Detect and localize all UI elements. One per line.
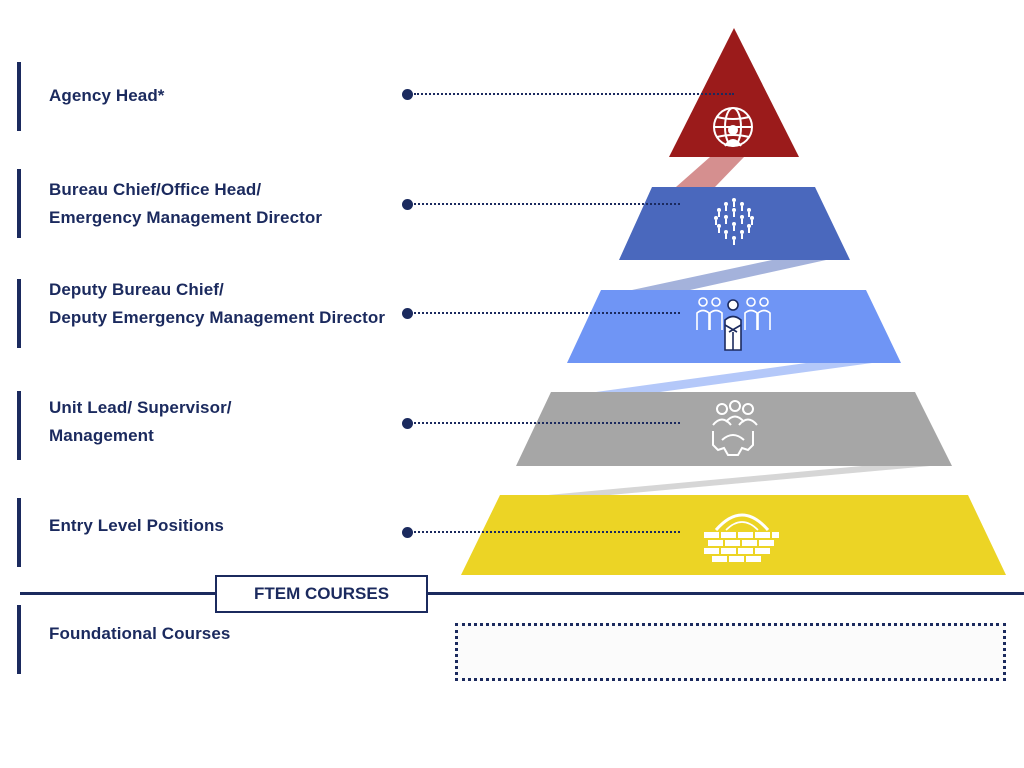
level-marker-bar [17,279,21,348]
globe-person-icon [713,107,753,147]
level-marker-bar [17,605,21,674]
connector-dotted-line [414,312,680,314]
tier-agency-head [669,28,799,157]
crowd-icon [714,198,754,245]
tier-unit-lead [516,392,952,466]
connector-dot [402,308,413,319]
connector-dotted-line [414,203,680,205]
level-label: Agency Head* [49,82,165,110]
connector-dotted-line [414,422,680,424]
level-label-line-1: Deputy Bureau Chief/ [49,280,224,299]
connector-dot [402,199,413,210]
level-label: Deputy Bureau Chief/ Deputy Emergency Ma… [49,276,385,332]
section-label-box: FTEM COURSES [215,575,428,613]
level-marker-bar [17,169,21,238]
section-label: FTEM COURSES [253,584,390,603]
level-label-line-1: Entry Level Positions [49,516,224,535]
level-marker-bar [17,391,21,460]
level-label-line-1: Unit Lead/ Supervisor/ [49,398,232,417]
level-label: Bureau Chief/Office Head/ Emergency Mana… [49,176,322,232]
connector-dot [402,418,413,429]
level-label-line-1: Bureau Chief/Office Head/ [49,180,262,199]
brick-wall-gear-icon [704,513,779,562]
connector-band-4 [548,466,930,495]
connector-dotted-line [414,531,680,533]
level-label-line-1: Agency Head* [49,86,165,105]
connector-dotted-line [414,93,734,95]
team-gear-icon [712,400,758,456]
level-marker-bar [17,62,21,131]
section-divider [20,592,1024,595]
level-label-line-2: Management [49,426,154,445]
connector-band-2 [632,260,826,290]
level-label: Unit Lead/ Supervisor/ Management [49,394,232,450]
level-marker-bar [17,498,21,567]
connector-band-1 [676,157,744,187]
connector-band-3 [596,363,872,392]
connector-dot [402,527,413,538]
team-leader-icon [696,297,771,351]
foundational-label: Foundational Courses [49,624,231,643]
level-label-line-2: Emergency Management Director [49,208,323,227]
connector-dot [402,89,413,100]
level-label-line-2: Deputy Emergency Management Director [49,308,386,327]
foundational-box [455,623,1006,681]
level-label: Entry Level Positions [49,512,224,540]
